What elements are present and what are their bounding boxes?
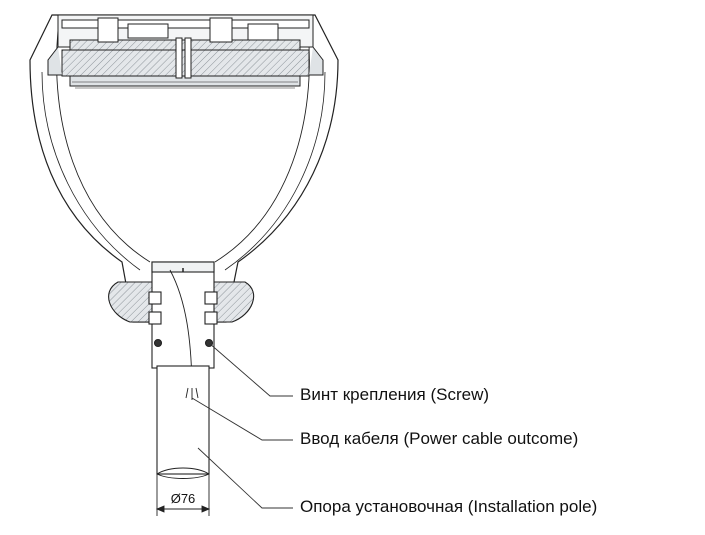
installation-pole	[156, 365, 210, 479]
callout-screw: Винт крепления (Screw)	[300, 385, 490, 404]
leader-cable	[191, 397, 293, 441]
driver-compartment	[47, 14, 324, 89]
pole-diameter-label: Ø76	[171, 491, 196, 506]
callout-cable: Ввод кабеля (Power cable outcome)	[300, 429, 579, 448]
leader-screw	[208, 342, 293, 397]
leader-lines	[191, 342, 293, 509]
leader-pole	[197, 447, 293, 509]
callout-pole: Опора установочная (Installation pole)	[300, 497, 598, 516]
diameter-dimension	[155, 474, 211, 516]
pole-adapter	[108, 261, 255, 396]
